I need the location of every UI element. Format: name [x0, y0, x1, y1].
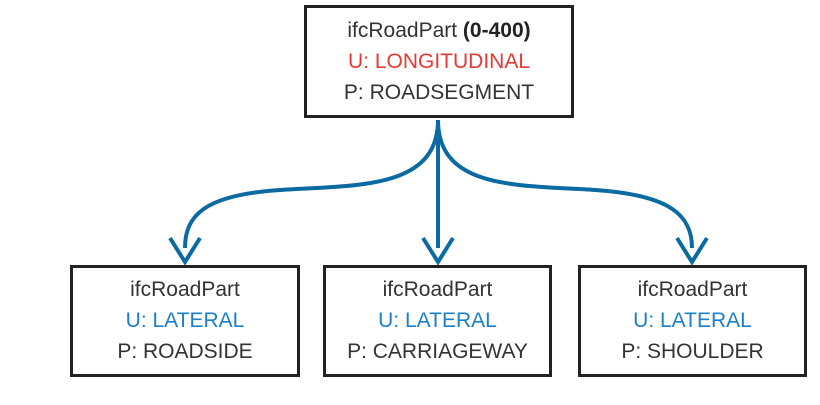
- child-node-predefined-type: P: CARRIAGEWAY: [347, 340, 528, 363]
- root-node-range: (0-400): [462, 18, 531, 42]
- child-node-usage: U: LATERAL: [633, 309, 752, 332]
- child-node-usage: U: LATERAL: [378, 309, 497, 332]
- arrowhead-roadside-icon: [168, 236, 202, 266]
- child-node-roadside: ifcRoadPart U: LATERAL P: ROADSIDE: [70, 265, 300, 377]
- root-node-predefined-type: P: ROADSEGMENT: [343, 80, 535, 104]
- arrowhead-carriageway-icon: [421, 236, 455, 266]
- child-node-usage: U: LATERAL: [125, 309, 245, 332]
- child-node-name: ifcRoadPart: [382, 278, 493, 301]
- root-node-name: ifcRoadPart: [347, 18, 458, 42]
- connector-to-shoulder: [436, 119, 694, 249]
- arrowhead-shoulder-icon: [675, 236, 709, 266]
- root-node-road-segment: ifcRoadPart (0-400) U: LONGITUDINAL P: R…: [304, 5, 574, 118]
- child-node-carriageway: ifcRoadPart U: LATERAL P: CARRIAGEWAY: [323, 265, 552, 377]
- child-node-predefined-type: P: ROADSIDE: [117, 340, 253, 363]
- child-node-name: ifcRoadPart: [637, 278, 748, 301]
- root-node-usage: U: LONGITUDINAL: [347, 49, 531, 73]
- child-node-name: ifcRoadPart: [130, 278, 240, 301]
- connector-to-roadside: [183, 119, 440, 249]
- child-node-shoulder: ifcRoadPart U: LATERAL P: SHOULDER: [578, 265, 807, 377]
- child-node-predefined-type: P: SHOULDER: [621, 340, 764, 363]
- root-node-title: ifcRoadPart (0-400): [347, 17, 530, 45]
